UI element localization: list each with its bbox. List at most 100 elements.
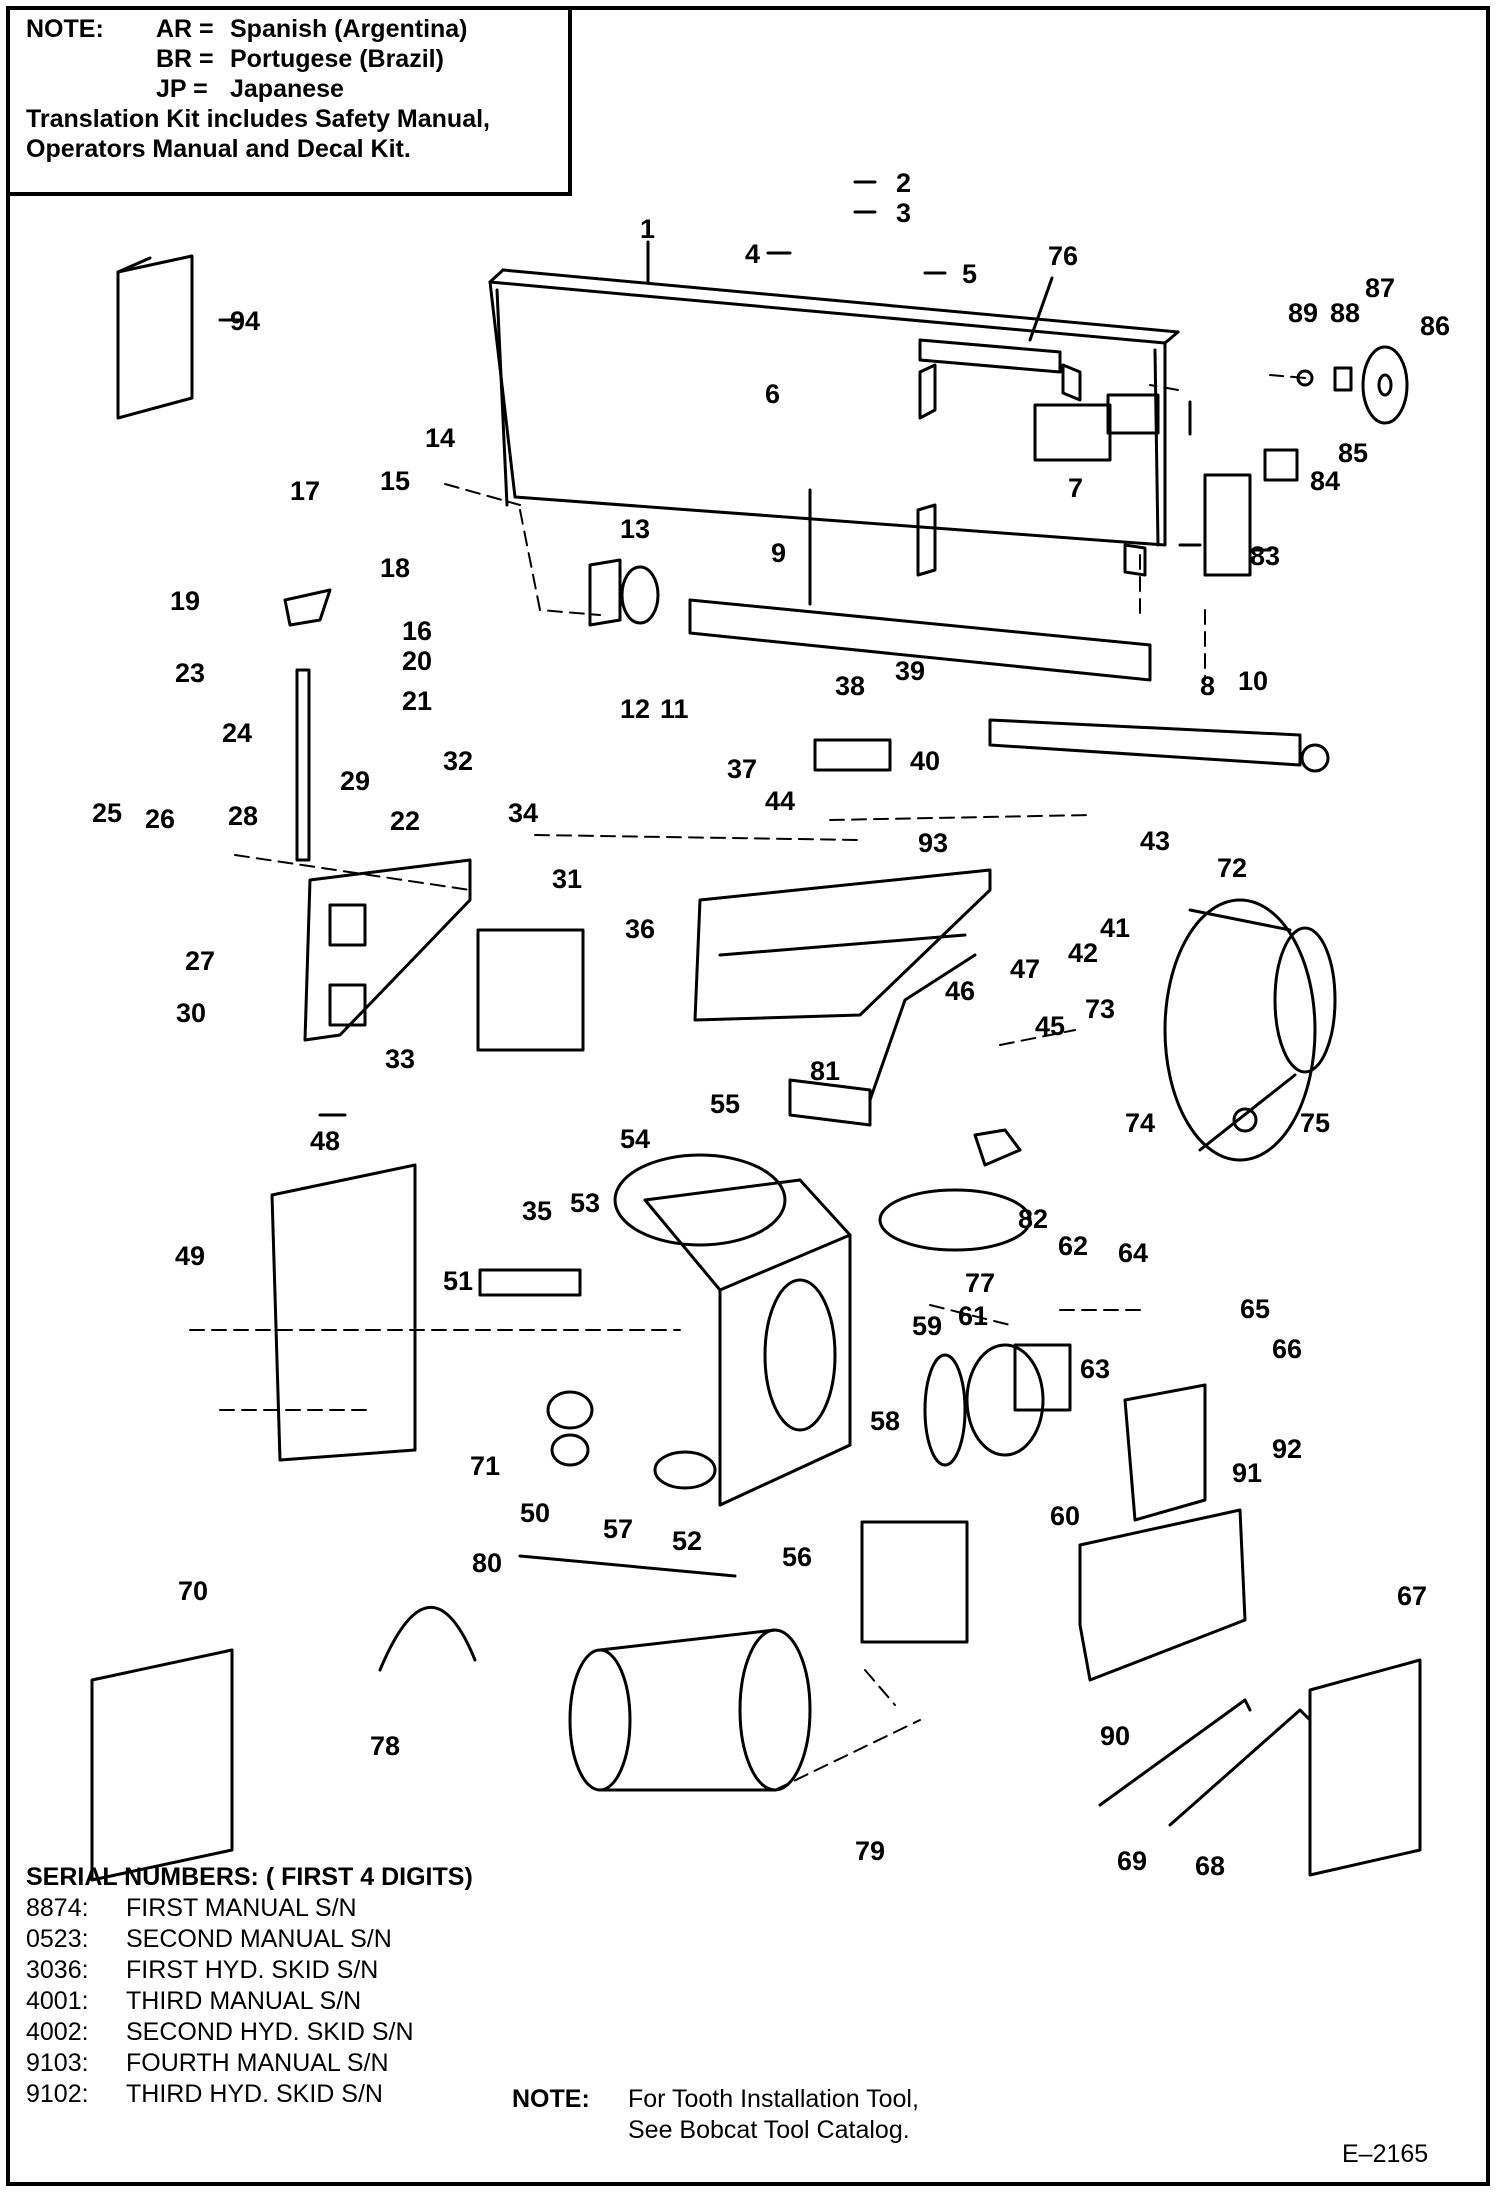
serial-numbers-list: SERIAL NUMBERS: ( FIRST 4 DIGITS) 8874: …	[26, 1862, 473, 2110]
tooth-note-line-1: For Tooth Installation Tool,	[628, 2085, 919, 2113]
callout-28: 28	[228, 801, 258, 831]
threaded-rod	[295, 668, 311, 862]
callout-16: 16	[402, 616, 432, 646]
shim-plate-lower	[860, 1520, 969, 1644]
callout-48: 48	[310, 1126, 340, 1156]
shim-plate-upper	[476, 928, 585, 1052]
cylinder-eye	[1300, 743, 1330, 773]
serial-code: 4002:	[26, 2018, 89, 2046]
hood-rib	[718, 933, 967, 957]
callout-66: 66	[1272, 1334, 1302, 1364]
callout-68: 68	[1195, 1851, 1225, 1881]
serial-row: 3036: FIRST HYD. SKID S/N	[26, 1955, 473, 1986]
note-row-br: BR = Portugese (Brazil)	[26, 44, 568, 74]
language-code: JP =	[156, 75, 208, 103]
callout-70: 70	[178, 1576, 208, 1606]
callout-56: 56	[782, 1542, 812, 1572]
serial-row: 8874: FIRST MANUAL S/N	[26, 1893, 473, 1924]
serial-desc: FIRST MANUAL S/N	[126, 1894, 357, 1922]
language-name: Spanish (Argentina)	[230, 15, 468, 43]
note-row-ar: NOTE: AR = Spanish (Argentina)	[26, 14, 568, 44]
cross-bar	[478, 1268, 582, 1297]
inspection-cover	[973, 1128, 1022, 1167]
callout-62: 62	[1058, 1231, 1088, 1261]
callout-26: 26	[145, 804, 175, 834]
callout-93: 93	[918, 828, 948, 858]
callout-49: 49	[175, 1241, 205, 1271]
callout-47: 47	[1010, 954, 1040, 984]
callout-55: 55	[710, 1089, 740, 1119]
callout-80: 80	[472, 1548, 502, 1578]
bracket-left-upper	[918, 363, 937, 420]
callout-32: 32	[443, 746, 473, 776]
tooth-note-line-2: See Bobcat Tool Catalog.	[628, 2116, 910, 2144]
callout-69: 69	[1117, 1846, 1147, 1876]
callout-77: 77	[965, 1268, 995, 1298]
kit-line-1: Translation Kit includes Safety Manual,	[26, 105, 490, 133]
serial-code: 0523:	[26, 1925, 89, 1953]
figure-number: E–2165	[1342, 2140, 1429, 2168]
callout-36: 36	[625, 914, 655, 944]
callout-12: 12	[620, 694, 650, 724]
serial-desc: SECOND HYD. SKID S/N	[126, 2018, 414, 2046]
callout-85: 85	[1338, 438, 1368, 468]
drum-housing	[613, 1153, 852, 1507]
callout-88: 88	[1330, 298, 1360, 328]
callout-82: 82	[1018, 1204, 1048, 1234]
callout-19: 19	[170, 586, 200, 616]
roller	[878, 1188, 1032, 1252]
callout-59: 59	[912, 1311, 942, 1341]
frame-panel	[488, 268, 1180, 547]
callout-50: 50	[520, 1498, 550, 1528]
shaft	[688, 598, 1152, 682]
serial-desc: FOURTH MANUAL S/N	[126, 2049, 389, 2077]
bracket-right-upper	[1061, 363, 1082, 402]
bracket-right-lower	[1123, 543, 1147, 577]
callout-64: 64	[1118, 1238, 1148, 1268]
callout-91: 91	[1232, 1458, 1262, 1488]
wheel-hub	[1377, 373, 1393, 397]
end-plate	[1308, 1658, 1422, 1877]
wheel-spacer	[1333, 366, 1353, 392]
callout-25: 25	[92, 798, 122, 828]
callout-71: 71	[470, 1451, 500, 1481]
callout-67: 67	[1397, 1581, 1427, 1611]
assembly-guide-lines	[189, 374, 1306, 1791]
callout-44: 44	[765, 786, 795, 816]
side-panel	[270, 1163, 417, 1462]
callout-73: 73	[1085, 994, 1115, 1024]
callout-51: 51	[443, 1266, 473, 1296]
callout-29: 29	[340, 766, 370, 796]
decal-strip	[918, 338, 1062, 374]
tooth-note-label: NOTE:	[512, 2085, 590, 2113]
callout-94: 94	[230, 306, 260, 336]
serial-desc: THIRD HYD. SKID S/N	[126, 2080, 383, 2108]
callout-72: 72	[1217, 853, 1247, 883]
callout-76: 76	[1048, 241, 1078, 271]
callout-40: 40	[910, 746, 940, 776]
serial-row: 4002: SECOND HYD. SKID S/N	[26, 2017, 473, 2048]
callout-46: 46	[945, 976, 975, 1006]
callout-4: 4	[745, 239, 760, 269]
bushing-upper	[546, 1390, 594, 1430]
callout-21: 21	[402, 686, 432, 716]
serial-code: 4001:	[26, 1987, 89, 2015]
callout-15: 15	[380, 466, 410, 496]
callout-6: 6	[765, 379, 780, 409]
support-strip	[868, 953, 977, 1102]
callout-1: 1	[640, 214, 655, 244]
callout-74: 74	[1125, 1108, 1155, 1138]
serial-desc: THIRD MANUAL S/N	[126, 1987, 362, 2015]
callout-11: 11	[660, 694, 689, 724]
serial-numbers-heading: SERIAL NUMBERS: ( FIRST 4 DIGITS)	[26, 1863, 473, 1891]
callout-89: 89	[1288, 298, 1318, 328]
translation-kit-box-lower	[90, 1648, 234, 1882]
callout-17: 17	[290, 476, 320, 506]
callout-86: 86	[1420, 311, 1450, 341]
bushing-lower	[550, 1433, 590, 1467]
page-border	[6, 6, 1490, 2186]
callout-42: 42	[1068, 938, 1098, 968]
callout-39: 39	[895, 656, 925, 686]
callout-54: 54	[620, 1124, 650, 1154]
